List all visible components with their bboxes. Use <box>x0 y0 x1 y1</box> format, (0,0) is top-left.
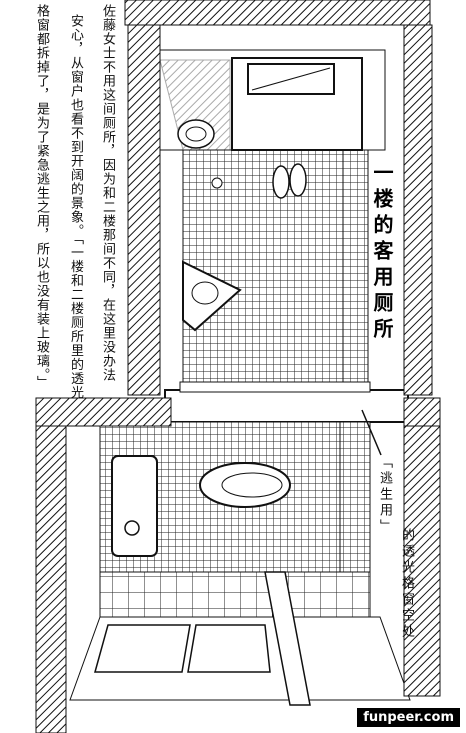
water-tank <box>111 455 158 557</box>
narration-column-3: 格窗都拆掉了，是为了紧急逃生之用，所以也没有装上玻璃。」 <box>34 4 49 390</box>
wall-upper-right <box>403 24 433 396</box>
wall-mid-left <box>35 397 172 427</box>
middle-beam <box>164 389 409 423</box>
annotation-quoted: 「逃生用」 <box>377 455 392 535</box>
wall-lower-left <box>35 425 67 733</box>
wall-lower-right <box>403 425 441 697</box>
watermark: funpeer.com <box>357 708 460 727</box>
upper-floor-tiles <box>182 149 344 386</box>
room-title: 一楼的客用厕所 <box>370 162 394 344</box>
annotation-text: 的透光格窗空处 <box>399 528 414 640</box>
annotation-pointer <box>361 409 382 456</box>
narration-column-2: 安心，从窗户也看不到开阔的景象。「一楼和二楼厕所里的透光 <box>68 14 83 400</box>
narration-column-1: 佐藤女士不用这间厕所，因为和二楼那间不同，在这里没办法 <box>100 4 115 382</box>
floor-drain <box>211 177 223 189</box>
wall-top <box>124 0 431 26</box>
lower-right-wall <box>339 421 371 583</box>
wall-upper-left <box>127 24 161 396</box>
threshold-plank <box>264 571 311 706</box>
mat-left <box>94 624 191 673</box>
mat-right <box>187 624 271 673</box>
lower-floor-large-tiles <box>99 571 371 618</box>
wall-mid-right <box>403 397 441 427</box>
slipper-right <box>289 163 307 197</box>
slipper-left <box>272 165 290 199</box>
beam-shelf <box>179 381 371 393</box>
